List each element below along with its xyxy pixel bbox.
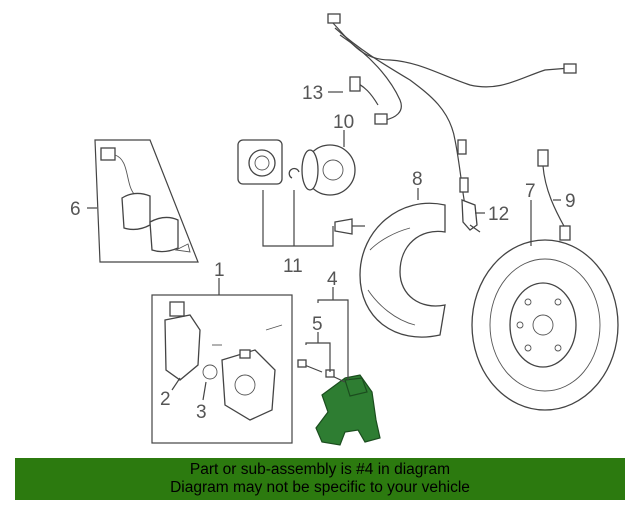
guide-bolts: [297, 359, 346, 383]
callout-10: 10: [333, 112, 354, 133]
callout-2: 2: [160, 389, 171, 410]
wheel-hub: [237, 139, 365, 235]
callout-12: 12: [488, 204, 509, 225]
caliper-box: [151, 294, 293, 444]
callout-4: 4: [327, 269, 338, 290]
dust-shield: [359, 202, 446, 338]
leader-lines: [87, 91, 561, 401]
callout-13: 13: [302, 83, 323, 104]
callout-5: 5: [312, 314, 323, 335]
callout-8: 8: [412, 169, 423, 190]
wiring-harness: [327, 13, 577, 233]
callout-1: 1: [214, 260, 225, 281]
callout-9: 9: [565, 191, 576, 212]
brake-hose: [537, 149, 571, 241]
callout-7: 7: [525, 181, 536, 202]
info-banner: Part or sub-assembly is #4 in diagram Di…: [15, 458, 625, 500]
brake-pad-set-box: [94, 139, 199, 263]
banner-line-1: Part or sub-assembly is #4 in diagram: [189, 461, 451, 478]
parts-diagram: 1 2 3 4 5 6 7 8 9 10 11 12 13: [70, 13, 619, 446]
brake-disc: [471, 239, 619, 411]
banner-line-2: Diagram may not be specific to your vehi…: [170, 479, 470, 496]
callout-11: 11: [283, 256, 303, 277]
callout-6: 6: [70, 199, 81, 220]
caliper-carrier-highlighted[interactable]: [315, 374, 381, 446]
callout-3: 3: [196, 402, 207, 423]
